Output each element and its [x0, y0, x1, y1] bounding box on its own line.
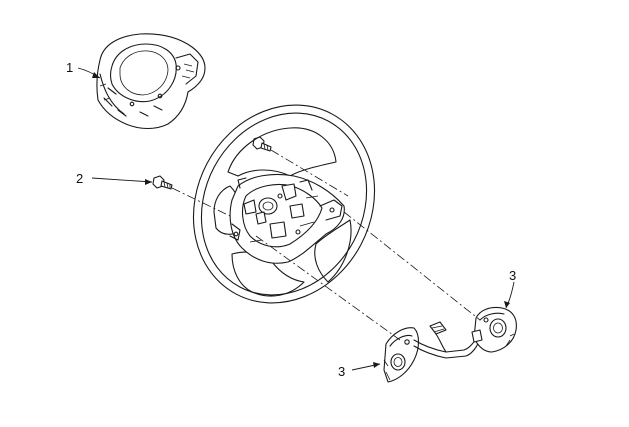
mounting-bolt-upper [252, 136, 272, 152]
mounting-bolt-left [152, 175, 173, 190]
callout-2: 2 [76, 171, 83, 186]
steering-switch-right [471, 306, 517, 353]
alignment-lines [171, 149, 481, 341]
callout-1: 1 [66, 60, 73, 75]
callout-3-right: 3 [509, 268, 516, 283]
column-cover-part [96, 33, 206, 130]
steering-wheel [192, 104, 376, 304]
steering-switch-left [383, 321, 481, 383]
leader-lines [77, 67, 515, 371]
callout-3-left: 3 [338, 364, 345, 379]
